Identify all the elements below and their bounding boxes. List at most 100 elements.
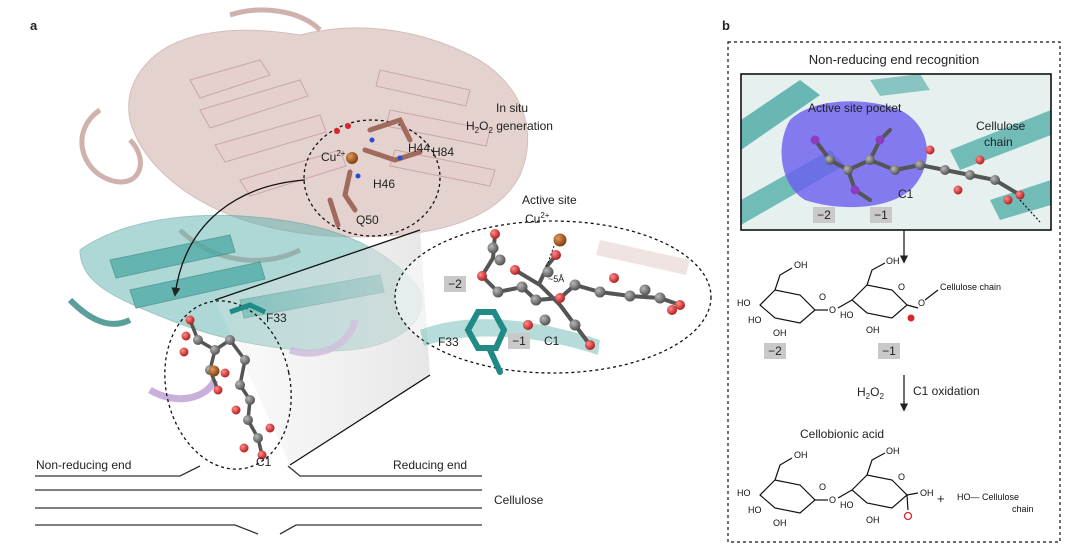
panel-b-dashed-frame: [727, 41, 1061, 543]
c1-inset-label: C1: [898, 187, 914, 201]
cellulose-label: Cellulose: [494, 493, 544, 507]
nitrogen-atom: [355, 173, 361, 179]
oh-label: OH: [773, 518, 787, 528]
minus1-struct-label: −1: [882, 344, 896, 358]
cellulose-strand-nonreducing: [35, 465, 201, 477]
minus2-active-label: −2: [448, 277, 462, 291]
distance-label: ~5Å: [548, 274, 564, 284]
oh-label: OH: [794, 450, 808, 460]
active-site-label: Active site: [522, 193, 577, 207]
nitrogen-atom: [369, 137, 375, 143]
o-label: O: [829, 305, 836, 315]
h46-label: H46: [373, 177, 395, 191]
in-situ-line2: H2O2 generation: [466, 119, 553, 135]
ho-cellulose-label: HO— Cellulose: [957, 492, 1019, 502]
oh-label: OH: [886, 446, 900, 456]
c1-active-label: C1: [544, 334, 560, 348]
minus1-box-active: [508, 333, 530, 349]
minus2-box-active: [444, 276, 466, 292]
cellulose-strand: [279, 524, 482, 535]
nitrogen-atom: [397, 155, 403, 161]
oh-label: OH: [886, 256, 900, 266]
f33-left-label: F33: [266, 311, 287, 325]
panel-a: a: [30, 7, 712, 535]
h84-label: H84: [432, 145, 454, 159]
ho-label: HO: [748, 505, 762, 515]
ho-label: HO: [840, 500, 854, 510]
o-label: O: [898, 472, 905, 482]
active-site-pocket-label: Active site pocket: [808, 101, 902, 115]
in-situ-line1: In situ: [496, 101, 528, 115]
active-site-atoms: [477, 229, 685, 350]
protein-pink-domain: [79, 7, 529, 263]
bound-chain-ellipse: [164, 300, 292, 470]
cellobiose-structure: [759, 262, 939, 324]
copper-atom-active: [553, 233, 567, 247]
minus2-box-struct: [764, 343, 786, 359]
f33-residue-active: [464, 309, 508, 375]
minus1-inset-label: −1: [874, 208, 888, 222]
minus1-box-inset: [870, 207, 892, 223]
minus1-active-label: −1: [512, 334, 526, 348]
o-label: O: [829, 495, 836, 505]
q50-label: Q50: [356, 213, 379, 227]
zoom-line-bottom: [289, 374, 431, 466]
minus2-box-inset: [813, 207, 835, 223]
oxygen-atom: [345, 123, 351, 129]
minus2-struct-label: −2: [768, 344, 782, 358]
f33-active-label: F33: [438, 335, 459, 349]
cellobionic-acid-label: Cellobionic acid: [800, 427, 884, 441]
panel-b-label: b: [722, 18, 730, 33]
copper-site-ellipse: [303, 119, 441, 237]
panel-b: b Non-reducing end recognition: [722, 18, 1061, 543]
ho-label: HO: [737, 298, 751, 308]
active-site-pocket-surface: [781, 101, 927, 208]
panel-b-title: Non-reducing end recognition: [809, 52, 980, 67]
cu-top-label: Cu2+: [321, 149, 346, 164]
oh-label: OH: [920, 488, 934, 498]
plus-sign: +: [937, 491, 945, 506]
h44-label: H44: [408, 141, 430, 155]
o-label: O: [819, 482, 826, 492]
o-label: O: [819, 292, 826, 302]
cu-active-label: Cu2+: [525, 211, 550, 226]
ho-label: HO: [737, 488, 751, 498]
oxygen-atom: [334, 128, 340, 134]
copper-site-residues: [327, 116, 423, 228]
panel-a-label: a: [30, 18, 38, 33]
cellobionic-acid-structure: [759, 452, 919, 514]
cellulose-chain-struct-label: Cellulose chain: [940, 282, 1001, 292]
oh-label: OH: [866, 515, 880, 525]
o-label: O: [898, 282, 905, 292]
minus2-inset-label: −2: [817, 208, 831, 222]
h2o2-label: H2O2: [857, 385, 884, 401]
cellulose-strand-reducing: [287, 465, 482, 477]
f33-residue-left: [229, 302, 267, 315]
ho-label: HO: [748, 315, 762, 325]
pocket-inset: [740, 73, 1052, 231]
non-reducing-end-label: Non-reducing end: [36, 458, 131, 472]
cellulose-strands: [35, 465, 482, 535]
oh-label: OH: [794, 260, 808, 270]
c1-oxidation-label: C1 oxidation: [913, 384, 980, 398]
reducing-end-label: Reducing end: [393, 458, 467, 472]
oh-label: OH: [773, 328, 787, 338]
cellulose-chain-label-2: chain: [984, 135, 1013, 149]
carboxyl-oxygen-highlight: [903, 511, 913, 521]
copper-atom-top: [346, 152, 358, 164]
zoom-cone: [215, 230, 430, 465]
curved-arrow: [171, 179, 306, 297]
c1-left-label: C1: [256, 455, 272, 469]
cellulose-chain-label-1: Cellulose: [976, 119, 1026, 133]
zoom-line-top: [214, 229, 421, 301]
minus1-box-struct: [878, 343, 900, 359]
cellulose-strand: [35, 524, 259, 535]
copper-atom-left: [208, 365, 220, 377]
c1-highlight: [907, 314, 915, 322]
oh-label: OH: [866, 325, 880, 335]
ho-cellulose-chain-label: chain: [1012, 504, 1034, 514]
ho-label: HO: [840, 310, 854, 320]
o-label: O: [918, 298, 925, 308]
left-chain-atoms: [179, 315, 275, 460]
